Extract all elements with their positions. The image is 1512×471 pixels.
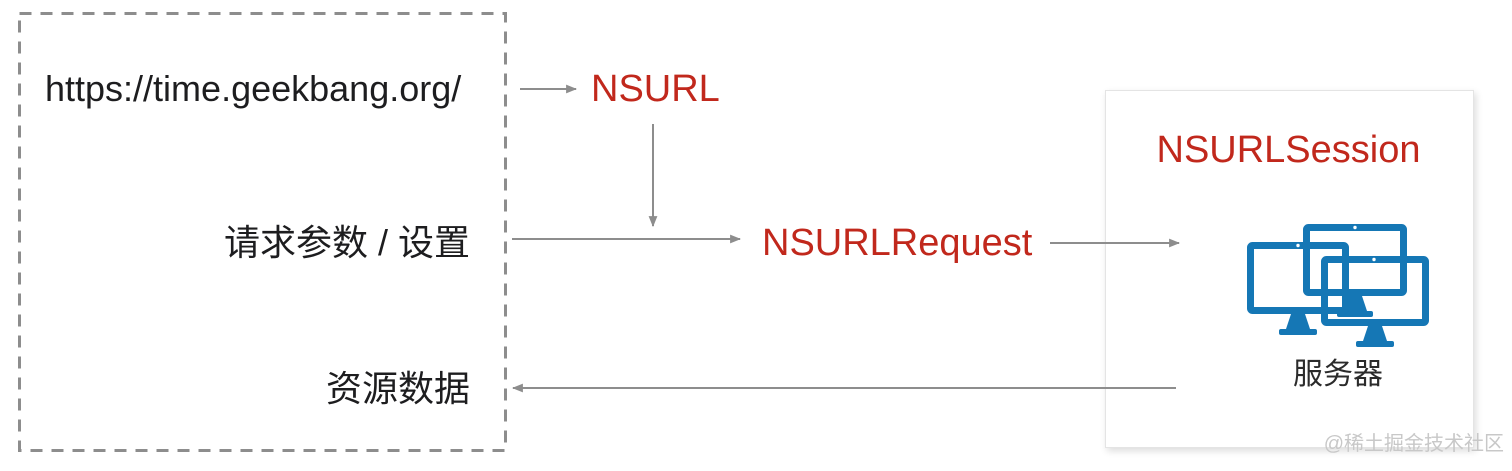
monitor-left-icon [1247, 242, 1349, 335]
request-params-text: 请求参数 / 设置 [223, 222, 470, 263]
resource-data-text: 资源数据 [325, 368, 470, 409]
server-monitors-icon [1247, 224, 1429, 347]
nsurlsession-title: NSURLSession [1156, 129, 1421, 171]
nsurl-class-text: NSURL [591, 68, 720, 110]
server-label: 服务器 [1293, 358, 1383, 391]
monitor-right-icon [1321, 256, 1429, 347]
nsurlrequest-class-text: NSURLRequest [762, 222, 1033, 264]
client-url-text: https://time.geekbang.org/ [45, 68, 462, 109]
watermark-text: @稀土掘金技术社区 [1323, 433, 1504, 455]
